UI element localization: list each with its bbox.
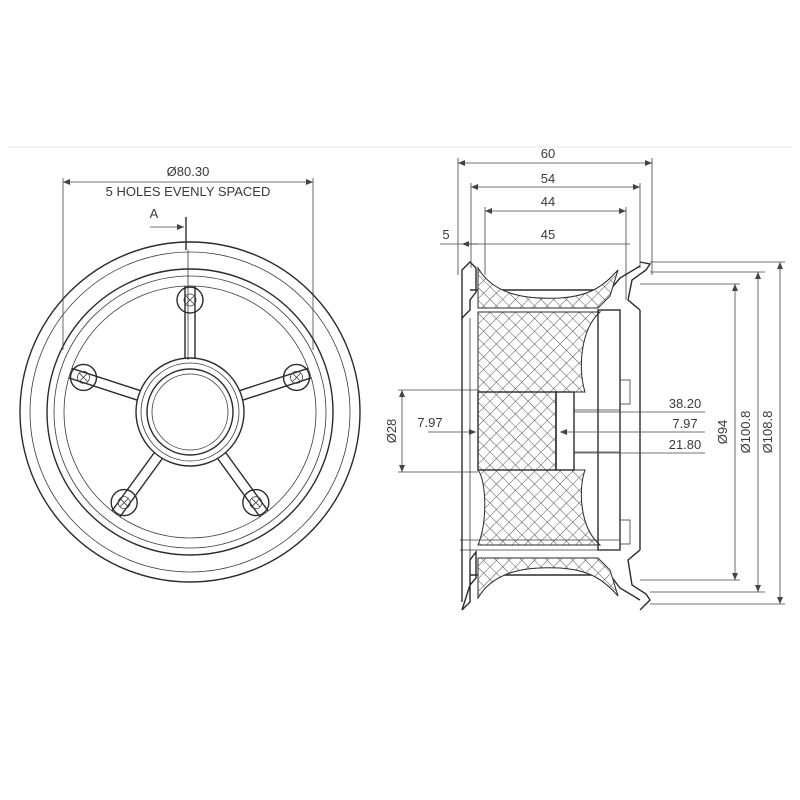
dim-2180-label: 21.80 bbox=[669, 437, 702, 452]
bolt-head-top bbox=[619, 379, 631, 405]
side-view: 60 54 44 45 5 bbox=[384, 146, 785, 611]
bolt-boss bbox=[176, 286, 204, 314]
dim-54-label: 54 bbox=[541, 171, 555, 186]
bolt-boss bbox=[282, 363, 311, 392]
bolt-cross bbox=[79, 373, 88, 382]
dim-bore-label: Ø28 bbox=[384, 419, 399, 444]
bolt-hole bbox=[249, 496, 263, 510]
hub-edge bbox=[140, 362, 240, 462]
bolt-hole bbox=[117, 496, 131, 510]
bearing-race bbox=[555, 391, 575, 471]
bolt-cross bbox=[185, 295, 195, 305]
dim-3820-label: 38.20 bbox=[669, 396, 702, 411]
bearing-seat bbox=[151, 373, 229, 451]
bolt-boss bbox=[69, 363, 98, 392]
holes-note: 5 HOLES EVENLY SPACED bbox=[106, 184, 271, 199]
hub-outer bbox=[135, 357, 245, 467]
bolt-holes bbox=[69, 286, 311, 517]
spoke bbox=[239, 367, 312, 401]
hub-plate bbox=[597, 309, 621, 551]
spoke bbox=[184, 286, 196, 358]
bolt-head-bottom bbox=[619, 519, 631, 545]
rim-flange-top-left bbox=[461, 261, 477, 320]
bolt-boss bbox=[110, 488, 138, 517]
dim-94-label: Ø94 bbox=[715, 420, 730, 445]
rim-flange-bottom-left bbox=[461, 549, 477, 611]
tread-section-top bbox=[477, 266, 619, 309]
bolt-hole bbox=[290, 370, 303, 384]
rim-edge bbox=[29, 251, 351, 573]
spoke bbox=[111, 452, 163, 518]
rim-flange-bottom-right bbox=[627, 549, 651, 611]
dim-45-label: 45 bbox=[541, 227, 555, 242]
bolt-cross bbox=[251, 498, 261, 507]
hub-bore bbox=[146, 368, 234, 456]
rim-flange-top-right bbox=[627, 261, 652, 311]
diameter-label: Ø80.30 bbox=[167, 164, 210, 179]
spoke-ring bbox=[63, 285, 317, 539]
bolt-hole bbox=[183, 293, 197, 307]
bolt-cross bbox=[119, 498, 129, 507]
hub-section bbox=[477, 311, 602, 546]
section-marker-label: A bbox=[150, 206, 159, 221]
dim-5-label: 5 bbox=[442, 227, 449, 242]
rim-bottom-band bbox=[470, 574, 641, 601]
spoke bbox=[217, 452, 269, 518]
inner-rim bbox=[46, 268, 334, 556]
bolt-hole bbox=[77, 370, 90, 384]
bolt-boss bbox=[242, 488, 270, 517]
dim-797-right-label: 7.97 bbox=[672, 416, 697, 431]
rim-inner-edge bbox=[53, 275, 327, 549]
dim-1088-label: Ø108.8 bbox=[760, 411, 775, 454]
rim-top-band bbox=[470, 265, 641, 291]
bolt-cross bbox=[292, 373, 301, 382]
outer-rim bbox=[19, 241, 361, 583]
dim-60-label: 60 bbox=[541, 146, 555, 161]
spoke bbox=[68, 367, 141, 401]
dim-1008-label: Ø100.8 bbox=[738, 411, 753, 454]
front-view: Ø80.30 5 HOLES EVENLY SPACED A bbox=[19, 164, 361, 583]
dim-797-left-label: 7.97 bbox=[417, 415, 442, 430]
dim-44-label: 44 bbox=[541, 194, 555, 209]
spokes bbox=[68, 286, 312, 518]
tread-section-bottom bbox=[477, 557, 619, 600]
